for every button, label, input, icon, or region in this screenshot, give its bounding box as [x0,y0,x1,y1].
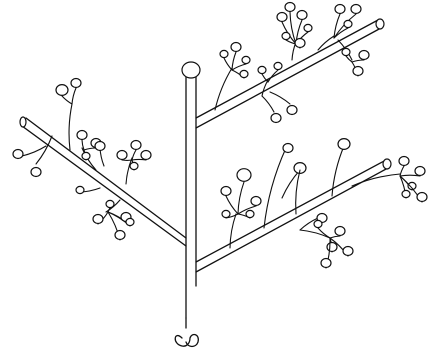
berry [338,139,350,150]
berry [240,70,248,77]
berry [415,167,425,176]
berry [353,67,363,76]
twig [232,64,246,70]
berry [274,62,282,69]
berry [95,142,105,151]
twig [270,92,290,104]
berry [93,215,103,224]
berry [130,162,138,169]
berry [327,243,337,252]
twig [232,52,236,70]
twig [69,104,72,150]
twig [84,148,96,150]
twig-clusters [13,3,427,269]
berry [82,152,90,159]
berry [282,32,290,39]
berry [71,79,81,88]
twig [400,175,420,176]
berry [13,150,23,159]
berry [106,200,114,207]
berry [251,197,261,206]
berry [237,169,251,182]
berry [131,141,141,150]
berry [31,168,41,177]
berry [342,48,350,55]
berry [242,56,250,63]
berry [402,190,410,197]
berry [117,151,127,160]
left-branch [20,117,186,246]
berry [221,187,231,196]
berry [77,131,87,140]
berry [141,151,151,160]
twig [132,150,136,160]
twig [400,166,404,176]
berry [344,20,352,27]
twig [126,158,132,184]
berry [297,11,307,20]
twig [318,228,330,238]
berry [271,114,281,123]
berry [335,227,345,236]
berry [277,13,287,22]
berry [115,231,125,240]
twig [334,28,348,38]
berry [321,259,331,268]
twig [224,58,232,70]
twig [290,12,296,44]
main-stem [175,62,200,347]
berry [399,157,409,166]
twig [352,60,364,62]
berry [285,3,295,12]
berry [258,66,266,73]
berry [304,24,312,31]
twig [262,96,274,112]
berry [417,193,427,202]
berry [246,210,254,217]
berry [351,5,361,14]
twig [238,182,244,214]
berry [222,210,230,217]
berry [359,51,369,60]
berry [220,50,228,57]
twig [72,88,76,104]
twig [62,96,72,104]
twig [300,230,330,238]
berry [335,5,345,14]
berry [283,144,293,153]
berry [295,39,305,48]
berry [56,85,68,96]
berry [314,220,322,227]
twig [330,236,340,238]
berry [76,186,84,193]
berry [343,247,353,256]
berry [126,218,134,225]
berry [287,106,297,115]
berry [231,43,241,52]
